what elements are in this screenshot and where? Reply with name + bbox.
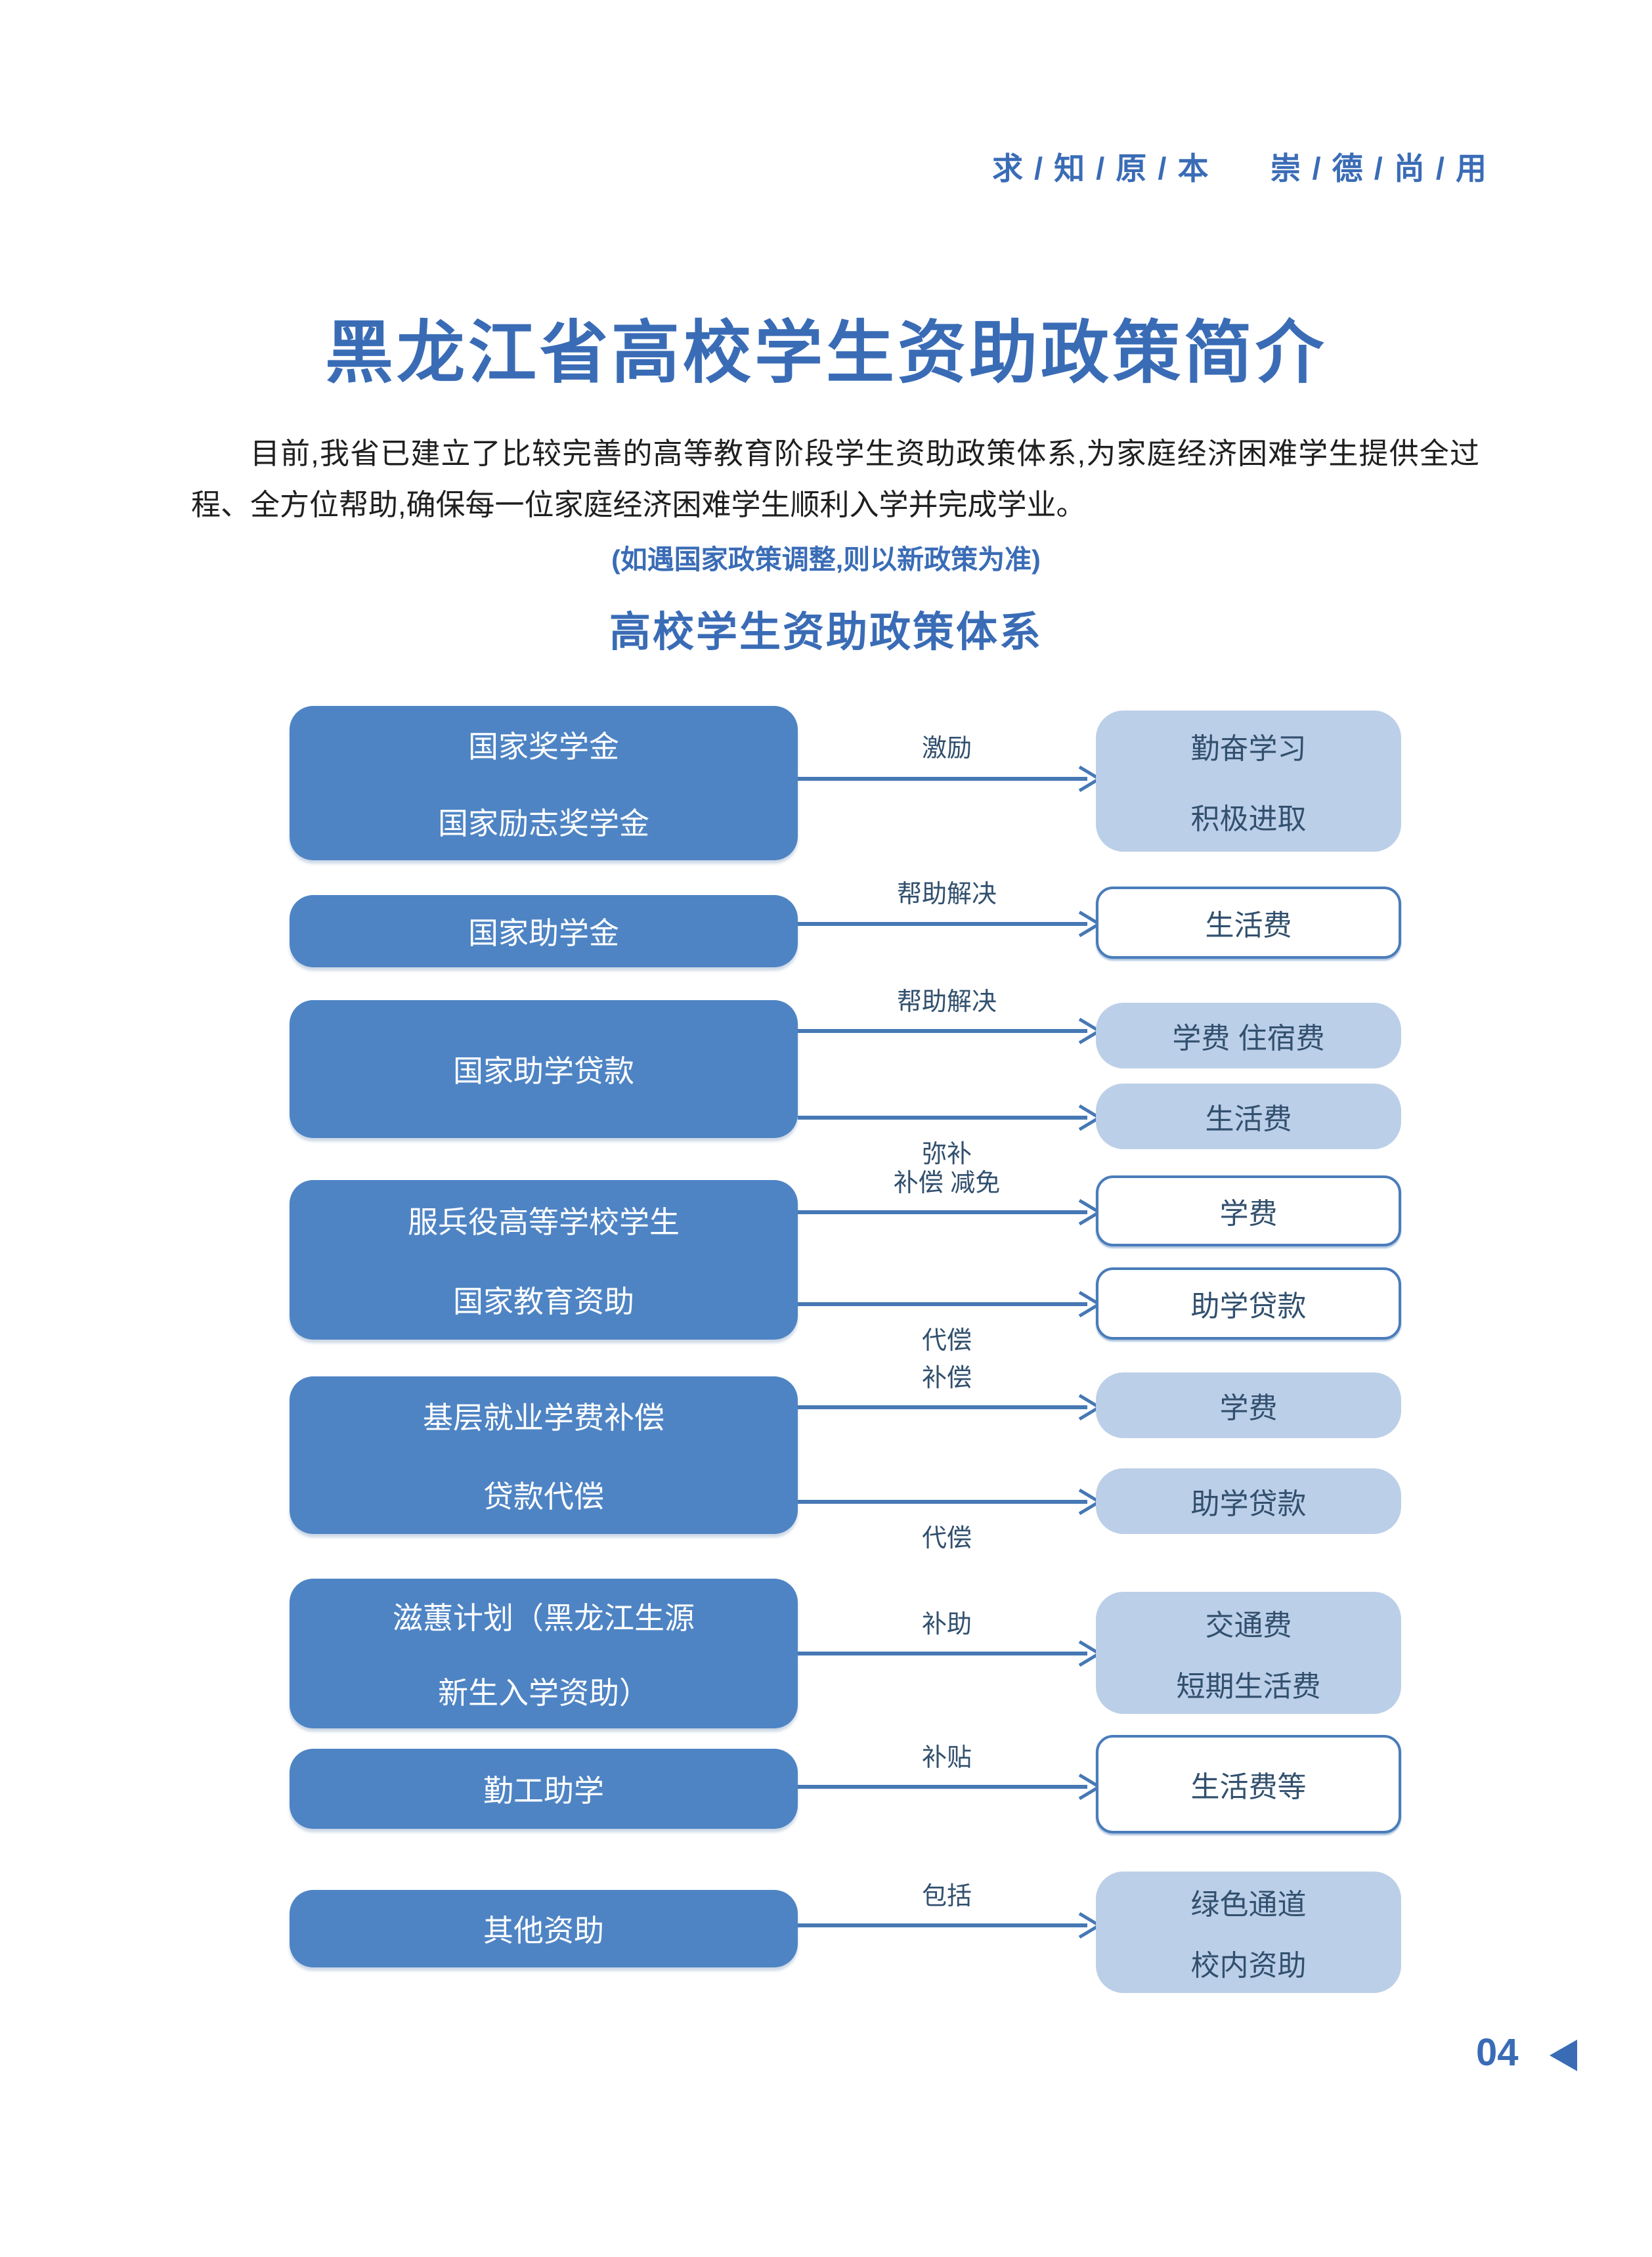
source-line: 国家助学贷款 <box>453 1054 634 1088</box>
arrow <box>798 1393 1102 1421</box>
left-triangle-icon <box>1550 2040 1577 2071</box>
source-line: 服兵役高等学校学生 <box>408 1204 680 1239</box>
target-box-tuition: 学费 <box>1096 1372 1401 1438</box>
arrow <box>798 1488 1102 1516</box>
target-line: 生活费 <box>1205 1103 1292 1135</box>
arrow <box>798 765 1102 793</box>
target-line: 学费 住宿费 <box>1172 1022 1325 1055</box>
target-line: 学费 <box>1219 1198 1278 1230</box>
source-box-national-grant: 国家助学金 <box>290 895 798 967</box>
source-box-zihui-plan: 滋蕙计划（黑龙江生源 新生入学资助） <box>290 1579 798 1728</box>
arrow-label-help-solve: 帮助解决 <box>896 988 997 1016</box>
target-box-tuition: 学费 <box>1096 1175 1401 1246</box>
source-box-military-service-aid: 服兵役高等学校学生 国家教育资助 <box>290 1180 798 1340</box>
target-box-student-loan: 助学贷款 <box>1096 1468 1401 1534</box>
arrow-label-compensate: 补偿 <box>921 1365 972 1392</box>
source-line: 贷款代偿 <box>483 1479 604 1514</box>
target-box-diligent-study: 勤奋学习 积极进取 <box>1096 711 1401 852</box>
source-box-national-scholarship: 国家奖学金 国家励志奖学金 <box>290 706 798 860</box>
page-title: 黑龙江省高校学生资助政策简介 <box>324 315 1327 391</box>
target-line: 绿色通道 <box>1190 1889 1307 1921</box>
target-box-living-expenses: 生活费 <box>1096 887 1401 959</box>
header-motto: 求 / 知 / 原 / 本 崇 / 德 / 尚 / 用 <box>992 143 1488 188</box>
target-line: 生活费 <box>1205 909 1292 942</box>
target-box-living-expenses: 生活费 <box>1096 1084 1401 1149</box>
target-line: 助学贷款 <box>1190 1290 1307 1323</box>
intro-paragraph: 目前,我省已建立了比较完善的高等教育阶段学生资助政策体系,为家庭经济困难学生提供… <box>191 437 1479 521</box>
source-line: 滋蕙计划（黑龙江生源 <box>393 1601 695 1635</box>
motto-left: 求 / 知 / 原 / 本 <box>991 151 1210 186</box>
arrow-label-incentive: 激励 <box>921 735 972 762</box>
target-line: 助学贷款 <box>1190 1488 1307 1520</box>
arrow-label-subsidy: 补助 <box>921 1611 972 1638</box>
motto-right: 崇 / 德 / 尚 / 用 <box>1270 151 1488 186</box>
arrow <box>798 1290 1102 1318</box>
target-line: 积极进取 <box>1190 803 1307 836</box>
arrow <box>798 1773 1102 1801</box>
target-line: 校内资助 <box>1190 1949 1307 1982</box>
page-number: 04 <box>1476 2031 1519 2074</box>
arrow <box>798 1198 1102 1226</box>
target-box-transport-living: 交通费 短期生活费 <box>1096 1592 1401 1714</box>
arrow <box>798 1017 1102 1045</box>
arrow-label-repay: 代偿 <box>921 1525 972 1552</box>
policy-note: (如遇国家政策调整,则以新政策为准) <box>611 544 1041 575</box>
arrow-label-help-solve: 帮助解决 <box>896 881 997 908</box>
source-line: 其他资助 <box>483 1914 604 1948</box>
arrow <box>798 1104 1102 1131</box>
arrow-label-includes: 包括 <box>921 1883 972 1910</box>
arrow-label-compensate-waive: 补偿 减免 <box>893 1170 1001 1197</box>
target-line: 生活费等 <box>1190 1771 1307 1803</box>
source-box-national-student-loan: 国家助学贷款 <box>290 1000 798 1138</box>
source-line: 国家教育资助 <box>453 1284 634 1319</box>
target-box-student-loan: 助学贷款 <box>1096 1267 1401 1340</box>
target-line: 勤奋学习 <box>1190 732 1307 765</box>
target-box-green-channel: 绿色通道 校内资助 <box>1096 1872 1401 1993</box>
source-line: 基层就业学费补偿 <box>423 1401 664 1435</box>
arrow <box>798 1640 1102 1667</box>
arrow-label-allowance: 补贴 <box>921 1744 972 1772</box>
source-box-grassroots-employment-compensation: 基层就业学费补偿 贷款代偿 <box>290 1376 798 1534</box>
arrow <box>798 1912 1102 1939</box>
source-line: 国家助学金 <box>468 916 619 950</box>
arrow-label-make-up: 弥补 <box>921 1141 972 1168</box>
source-box-other-aid: 其他资助 <box>290 1890 798 1967</box>
source-line: 国家奖学金 <box>468 729 619 764</box>
target-box-living-expenses-etc: 生活费等 <box>1096 1735 1401 1833</box>
source-line: 国家励志奖学金 <box>438 806 649 841</box>
source-line: 新生入学资助） <box>438 1676 649 1710</box>
target-box-tuition-accommodation: 学费 住宿费 <box>1096 1003 1401 1068</box>
arrow-label-repay: 代偿 <box>921 1327 972 1355</box>
target-line: 交通费 <box>1205 1609 1292 1642</box>
diagram-title: 高校学生资助政策体系 <box>609 609 1043 655</box>
arrow <box>798 910 1102 938</box>
target-line: 学费 <box>1219 1392 1278 1424</box>
source-box-work-study: 勤工助学 <box>290 1749 798 1829</box>
target-line: 短期生活费 <box>1176 1670 1321 1703</box>
source-line: 勤工助学 <box>483 1774 604 1808</box>
